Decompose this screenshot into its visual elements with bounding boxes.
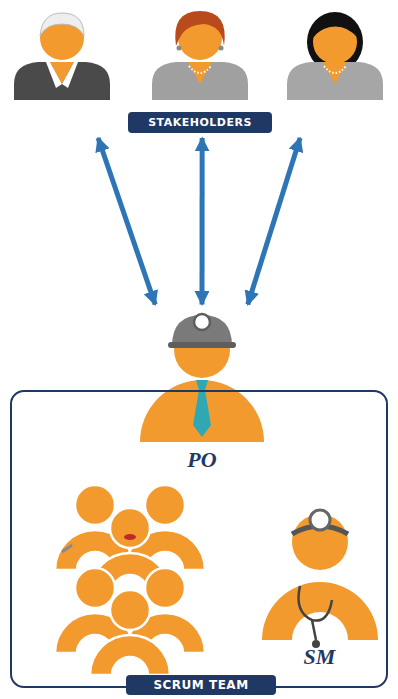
neck	[323, 62, 347, 84]
developer-head	[75, 568, 115, 608]
stakeholder-figure	[287, 12, 383, 100]
developer-head	[145, 485, 185, 525]
earring	[219, 46, 224, 51]
role-label: PO	[150, 448, 254, 472]
suit-body	[152, 62, 248, 100]
tie	[193, 380, 211, 437]
group-label: SCRUM TEAM	[126, 675, 276, 695]
tool	[62, 545, 72, 552]
necklace	[324, 66, 346, 73]
hair	[175, 11, 224, 46]
developer-head	[75, 485, 115, 525]
developer-head	[110, 508, 150, 548]
collar	[46, 62, 62, 88]
neck	[188, 62, 212, 84]
head-mirror	[310, 510, 330, 530]
stakeholder-figure	[14, 13, 110, 100]
developer-head	[145, 568, 185, 608]
developers-group	[55, 485, 205, 675]
group-label: STAKEHOLDERS	[128, 112, 272, 133]
two-way-arrow	[200, 138, 205, 305]
product-owner-figure	[140, 314, 264, 442]
team-boundary: SCRUM TEAMPOSM	[10, 390, 388, 688]
two-way-arrow	[248, 138, 300, 305]
suit-body	[14, 62, 110, 100]
suit-body	[287, 62, 383, 100]
helmet-brim	[168, 342, 236, 348]
two-way-arrow	[98, 138, 155, 305]
stethoscope-tube	[312, 620, 316, 640]
collar	[62, 62, 78, 88]
stethoscope	[299, 586, 333, 621]
lips	[124, 534, 136, 540]
scrum-master-node: SM	[270, 490, 370, 670]
developer-body	[90, 635, 170, 675]
product-owner-node: PO	[150, 305, 254, 472]
hair	[313, 14, 358, 38]
scrum-master-figure	[262, 510, 378, 648]
stakeholders-group: STAKEHOLDERS	[20, 0, 380, 138]
hair	[40, 13, 84, 36]
developer-head	[110, 590, 150, 630]
necklace	[189, 66, 211, 73]
helmet-lamp	[194, 314, 210, 330]
earring	[177, 46, 182, 51]
miner-helmet	[172, 315, 232, 346]
body	[262, 582, 378, 640]
stakeholder-figure	[152, 11, 248, 100]
role-label: SM	[270, 645, 370, 669]
